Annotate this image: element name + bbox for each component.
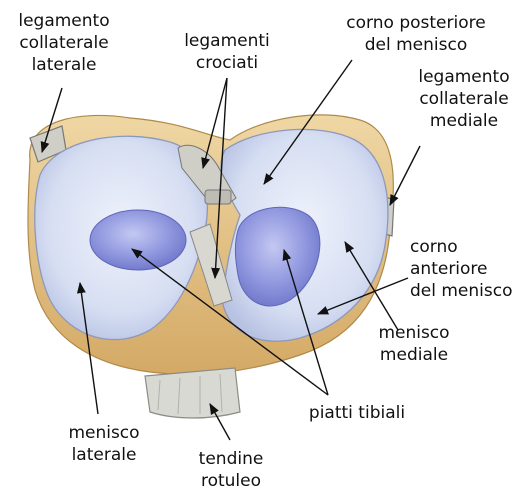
label-cruciate-ligaments: legamenti crociati: [172, 30, 282, 74]
label-lateral-collateral-ligament: legamento collaterale laterale: [4, 10, 124, 76]
label-anterior-horn: corno anteriore del menisco: [410, 236, 526, 302]
label-medial-collateral-ligament: legamento collaterale mediale: [406, 66, 522, 132]
label-posterior-horn: corno posteriore del menisco: [338, 12, 494, 56]
lateral-tibial-plateau-shape: [90, 210, 186, 270]
label-medial-meniscus: menisco mediale: [366, 322, 462, 366]
arrow-medial-collateral: [390, 146, 420, 205]
label-lateral-meniscus: menisco laterale: [56, 422, 152, 466]
label-tibial-plateaus: piatti tibiali: [292, 402, 422, 424]
label-patellar-tendon: tendine rotuleo: [184, 448, 278, 492]
